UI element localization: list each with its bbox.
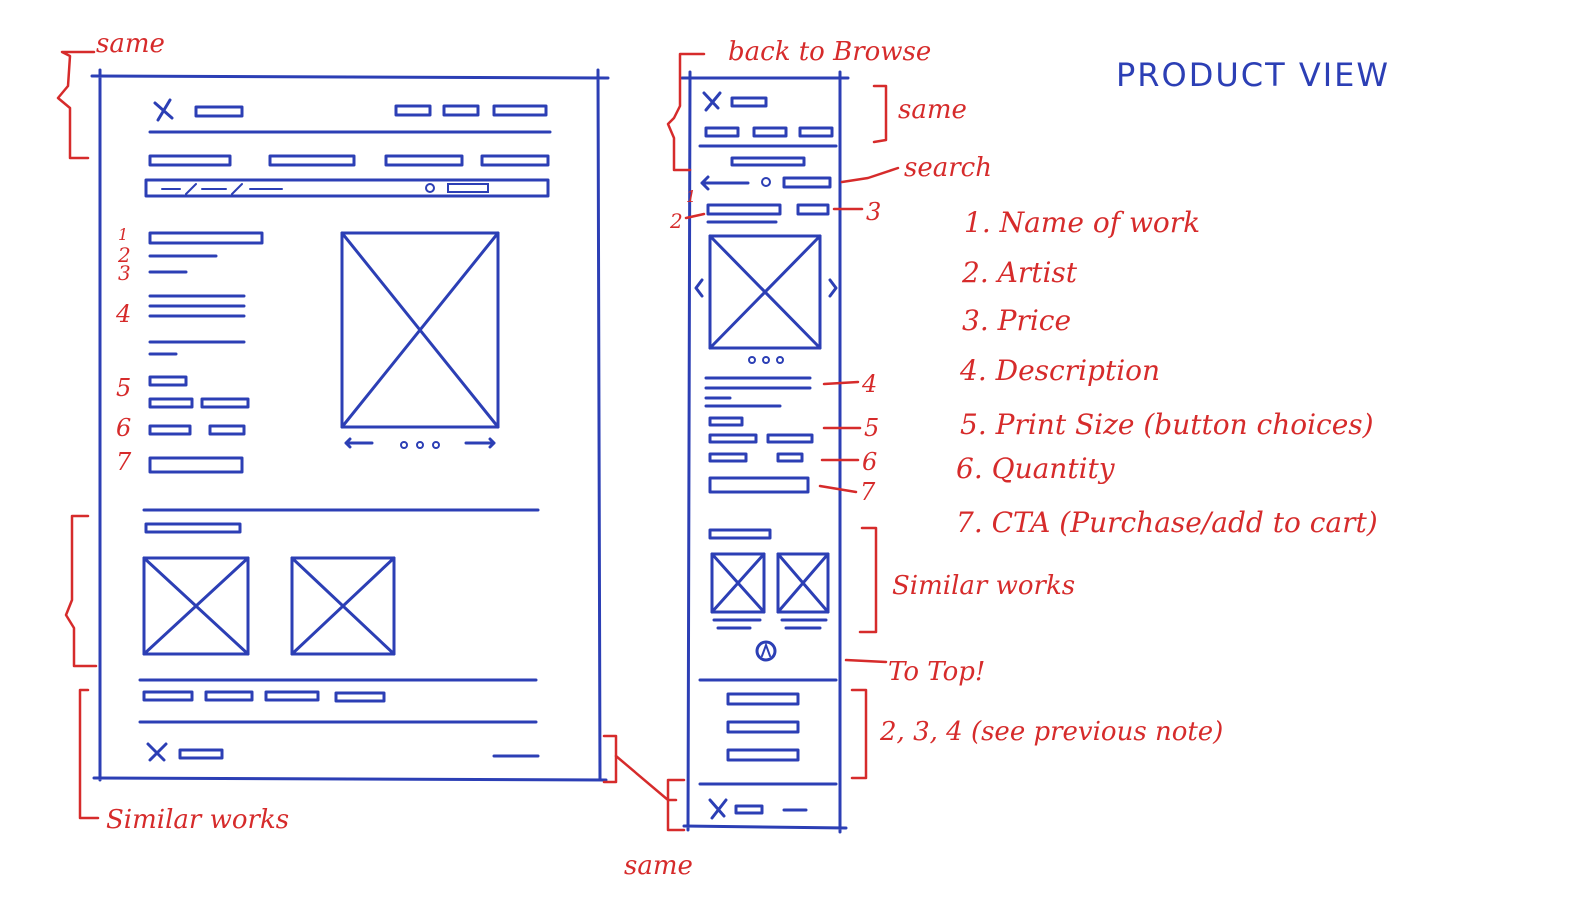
legend-item-7: 7. CTA (Purchase/add to cart) bbox=[956, 506, 1378, 539]
mobile-marker-6: 6 bbox=[862, 448, 877, 476]
mobile-marker-5: 5 bbox=[864, 414, 879, 442]
mobile-marker-3: 3 bbox=[866, 198, 881, 226]
desktop-wireframe bbox=[90, 68, 610, 782]
desktop-marker-5: 5 bbox=[116, 374, 131, 402]
shared-footer-annotation: same bbox=[602, 734, 693, 881]
mobile-wireframe bbox=[680, 70, 850, 834]
mobile-footer-links-label: 2, 3, 4 (see previous note) bbox=[879, 717, 1223, 747]
legend-item-3: 3. Price bbox=[962, 304, 1071, 337]
mobile-similar-label: Similar works bbox=[892, 571, 1075, 601]
mobile-totop-label: To Top! bbox=[888, 657, 985, 687]
mobile-marker-4: 4 bbox=[861, 370, 877, 398]
shared-same-label: same bbox=[624, 851, 693, 881]
legend-item-2: 2. Artist bbox=[961, 256, 1078, 289]
desktop-same-label: same bbox=[96, 29, 165, 59]
mobile-marker-7: 7 bbox=[860, 478, 876, 506]
legend-item-1: 1. Name of work bbox=[964, 206, 1200, 239]
page-title: PRODUCT VIEW bbox=[1116, 56, 1390, 94]
mobile-back-label: back to Browse bbox=[728, 37, 931, 67]
mobile-marker-2: 2 bbox=[669, 209, 683, 233]
desktop-marker-7: 7 bbox=[116, 448, 132, 476]
mobile-header-label: same bbox=[898, 95, 967, 125]
legend-item-4: 4. Description bbox=[959, 354, 1160, 387]
mobile-annotations: back to Browse same search 3 1 2 4 5 6 7… bbox=[666, 37, 1223, 780]
legend-item-5: 5. Print Size (button choices) bbox=[960, 408, 1374, 441]
mobile-marker-1: 1 bbox=[686, 187, 696, 206]
desktop-marker-4: 4 bbox=[115, 300, 131, 328]
legend-item-6: 6. Quantity bbox=[956, 452, 1116, 485]
desktop-marker-1: 1 bbox=[118, 225, 128, 244]
desktop-marker-3: 3 bbox=[118, 261, 131, 285]
desktop-marker-6: 6 bbox=[116, 414, 131, 442]
desktop-similar-label: Similar works bbox=[106, 805, 289, 835]
desktop-annotations: same Similar works 1 2 3 4 5 6 7 bbox=[56, 29, 289, 835]
desktop-marker-2: 2 bbox=[117, 243, 131, 267]
legend: 1. Name of work 2. Artist 3. Price 4. De… bbox=[956, 206, 1378, 539]
mobile-search-label: search bbox=[904, 153, 992, 183]
